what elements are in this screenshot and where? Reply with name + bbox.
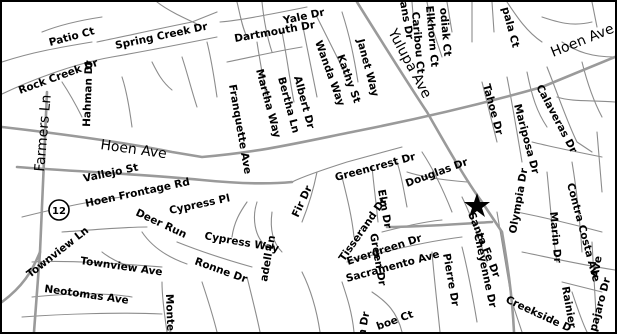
label-townview-ave: Townview Ave (80, 255, 164, 278)
label-hahman-dr: Hahman Dr (81, 60, 95, 128)
label-pajaro-dr: pajaro Dr (587, 276, 613, 332)
label-townview-ln: Townview Ln (24, 225, 91, 281)
label-ave-east: Ave (589, 255, 605, 278)
state-route-shield-icon: 12 (48, 199, 70, 221)
label-calaveras-dr: Calaveras Dr (533, 83, 579, 156)
route-number: 12 (52, 206, 66, 217)
label-dartmouth-dr: Dartmouth Dr (233, 19, 316, 45)
label-spring-creek-dr: Spring Creek Dr (114, 20, 209, 51)
label-pierre-dr: Pierre Dr (440, 252, 461, 308)
label-marin-dr: Marin Dr (547, 211, 564, 264)
label-vallejo-st: Vallejo St (82, 162, 139, 185)
label-fir-dr: Fir Dr (290, 183, 315, 219)
label-montecito: Montec (163, 294, 177, 332)
label-pala-ct: pala Ct (499, 6, 521, 49)
label-elkhorn-ct: Elkhorn Ct (423, 5, 440, 67)
label-ronne-dr: Ronne Dr (193, 256, 249, 286)
street-labels: Patio Ct Spring Creek Dr Rock Creek Dr Y… (17, 2, 615, 332)
star-icon[interactable] (464, 193, 490, 217)
label-franquette-ave: Franquette Ave (226, 83, 254, 175)
label-olympia-dr: Olympia Dr (507, 167, 530, 235)
label-tahoe-dr: Tahoe Dr (480, 83, 505, 137)
label-n-dr: n Dr (356, 310, 372, 332)
label-caribou-ct: Caribou Ct (409, 11, 426, 74)
label-kodiak-ct: odiak Ct (437, 7, 453, 57)
label-hoen-ave-west: Hoen Ave (99, 137, 167, 162)
label-cypress-pl: Cypress Pl (168, 192, 231, 217)
label-hoen-ave-east: Hoen Ave (549, 21, 615, 61)
label-farmers-ln: Farmers Ln (32, 94, 55, 172)
label-mariposa-dr: Mariposa Dr (511, 103, 541, 176)
label-neotomas-ave: Neotomas Ave (44, 283, 130, 307)
label-boe-ct: boe Ct (375, 308, 415, 332)
